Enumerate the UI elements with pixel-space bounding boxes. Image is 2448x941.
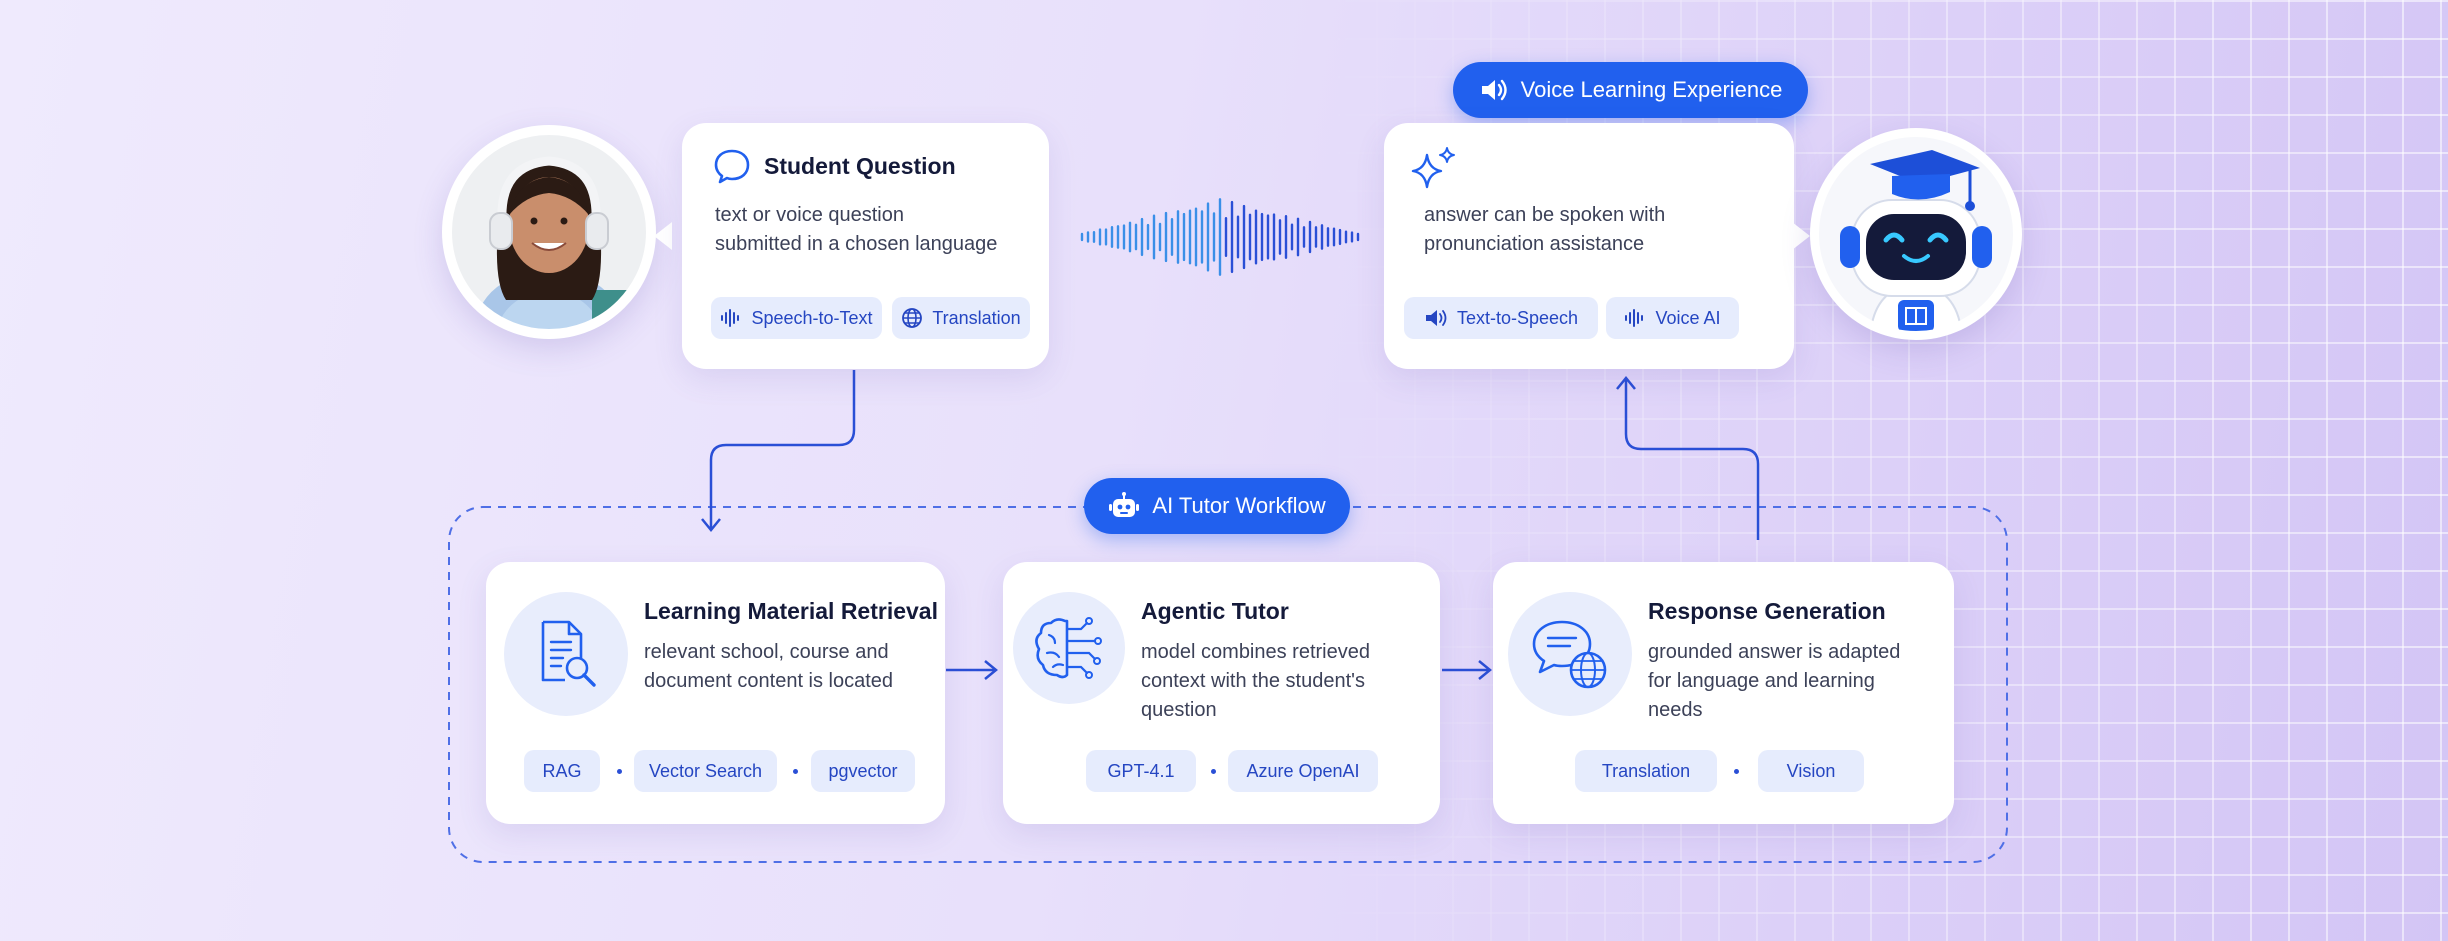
chip-separator (617, 769, 622, 774)
stage-title: Response Generation (1648, 598, 1886, 624)
chip-separator (1211, 769, 1216, 774)
stage-card-retrieval: Learning Material Retrieval relevant sch… (486, 562, 945, 824)
speech-tail-question (654, 222, 672, 250)
speaker-icon (1481, 79, 1507, 101)
stage-title: Learning Material Retrieval (644, 598, 938, 624)
chip-speech-to-text: Speech-to-Text (711, 297, 882, 339)
brain-circuit-icon (1035, 617, 1102, 679)
chat-globe-icon (1532, 620, 1607, 689)
student-avatar (442, 125, 656, 339)
voice-learning-pill: Voice Learning Experience (1453, 62, 1808, 118)
chip-translation: Translation (892, 297, 1030, 339)
speech-tail-answer (1792, 222, 1810, 250)
chip-gpt-41: GPT-4.1 (1086, 750, 1196, 792)
student-question-title: Student Question (764, 153, 956, 179)
speaker-icon (1425, 310, 1447, 326)
chip-vector-search: Vector Search (634, 750, 777, 792)
chip-vision: Vision (1758, 750, 1864, 792)
chip-separator (1734, 769, 1739, 774)
chip-text-to-speech: Text-to-Speech (1404, 297, 1598, 339)
sound-wave-graphic (1080, 198, 1360, 276)
chip-rag: RAG (524, 750, 600, 792)
stage-title: Agentic Tutor (1141, 598, 1289, 624)
document-search-icon (541, 620, 596, 687)
chip-translation: Translation (1575, 750, 1717, 792)
globe-icon (902, 308, 923, 328)
workflow-dashed-boundary (448, 506, 2008, 863)
ai-tutor-workflow-pill: AI Tutor Workflow (1084, 478, 1350, 534)
chip-separator (793, 769, 798, 774)
chip-pgvector: pgvector (811, 750, 915, 792)
stage-card-response-generation: Response Generation grounded answer is a… (1493, 562, 1954, 824)
arrow-generation-to-voice (1624, 380, 1760, 540)
chat-bubble-icon (714, 149, 750, 184)
sparkles-icon (1411, 147, 1455, 189)
robot-tutor-avatar (1810, 128, 2022, 340)
arrow-question-to-retrieval (709, 370, 856, 528)
robot-icon (1109, 492, 1140, 517)
waveform-icon (721, 309, 740, 327)
chip-voice-ai: Voice AI (1606, 297, 1739, 339)
chip-azure-openai: Azure OpenAI (1228, 750, 1378, 792)
waveform-icon (1625, 309, 1644, 327)
